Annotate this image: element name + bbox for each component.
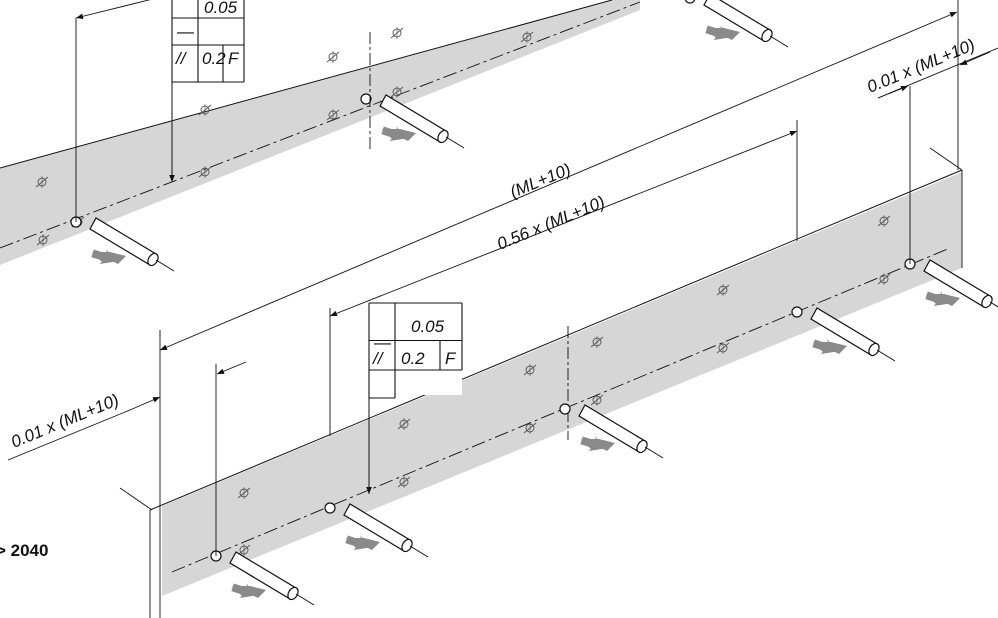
lower-straightness-value: 0.05: [411, 317, 445, 336]
lower-centerline: [171, 247, 951, 573]
length-range-label: > 2040: [0, 541, 48, 560]
lower-datum: F: [445, 349, 457, 368]
lower-parallelism-symbol: //: [372, 349, 385, 368]
upper-beam: — 0.05 // 0.2 F: [0, 0, 960, 272]
upper-datum: F: [228, 49, 240, 68]
upper-straightness-symbol: —: [177, 22, 194, 41]
dim-overhang-left-label: 0.01 x (ML+10): [8, 390, 121, 451]
dim-overhang-left: 0.01 x (ML+10): [7, 361, 247, 461]
lower-parallelism-value: 0.2: [401, 349, 425, 368]
dim-overhang-right: 0.01 x (ML+10): [864, 35, 998, 99]
lower-beam: [119, 86, 998, 618]
lower-fcf: — 0.05 // 0.2 F: [366, 302, 463, 494]
lower-strip-band: [162, 172, 962, 596]
upper-straightness-value: 0.05: [204, 0, 238, 17]
lower-straightness-symbol: —: [374, 333, 391, 352]
dim-total-label: (ML+10): [507, 160, 573, 202]
